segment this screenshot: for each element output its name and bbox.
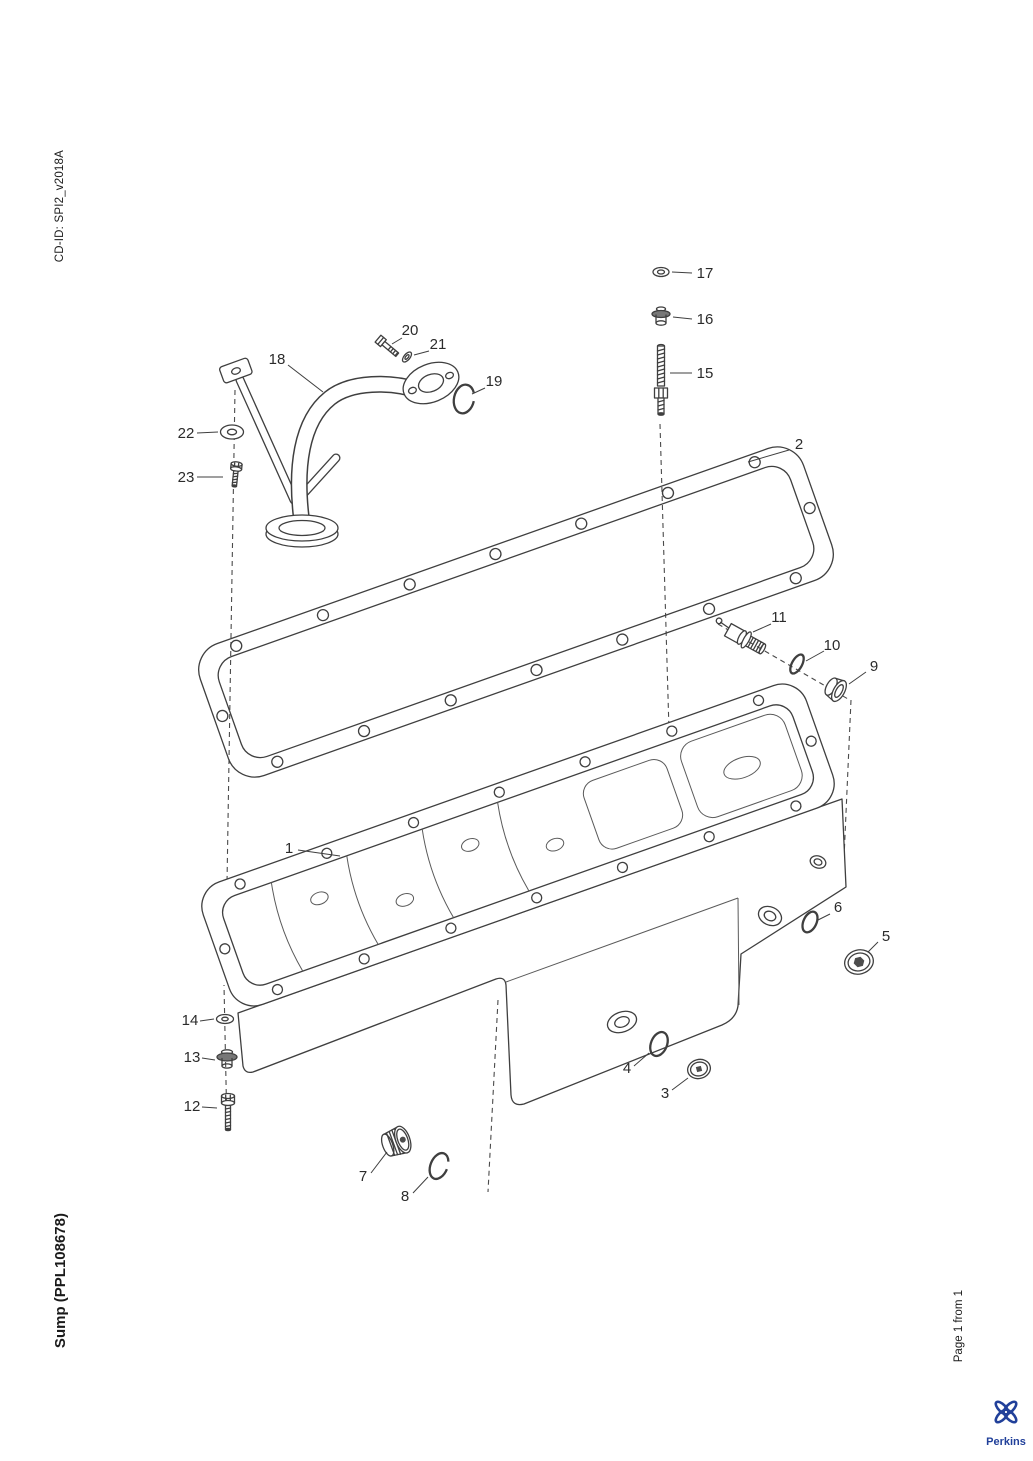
part-21-washer: [401, 351, 413, 363]
callout-3: 3: [661, 1085, 669, 1102]
callout-21: 21: [430, 336, 447, 353]
part-23-bolt: [229, 461, 243, 488]
part-5-plug: [844, 949, 874, 975]
part-17-washer: [652, 266, 670, 278]
callout-8: 8: [401, 1188, 409, 1205]
part-9-plug: [824, 677, 848, 703]
callout-7: 7: [359, 1168, 367, 1185]
callout-1: 1: [285, 840, 293, 857]
part-12-bolt: [220, 1092, 236, 1132]
callout-12: 12: [184, 1098, 201, 1115]
drain-boss-side: [757, 905, 783, 927]
brand-name: Perkins: [986, 1436, 1026, 1448]
leader-lines: [196, 271, 879, 1194]
callout-9: 9: [870, 658, 878, 675]
bracket-foot: [219, 357, 253, 384]
part-1-sump-pan: [201, 683, 847, 1106]
callout-19: 19: [486, 373, 503, 390]
callout-15: 15: [697, 365, 714, 382]
part-4-oring: [649, 1030, 669, 1058]
part-8-oring: [428, 1151, 450, 1181]
callout-13: 13: [184, 1049, 201, 1066]
callout-14: 14: [182, 1012, 199, 1029]
end-boss: [809, 855, 827, 869]
part-14-washer: [215, 1013, 235, 1025]
part-10-oring: [789, 653, 805, 675]
pipe-flange: [402, 361, 460, 405]
part-15-stud: [653, 343, 669, 416]
callout-17: 17: [697, 265, 714, 282]
perkins-logo: Perkins: [982, 1394, 1030, 1448]
perkins-logo-emblem: [994, 1400, 1018, 1424]
callout-20: 20: [402, 322, 419, 339]
part-20-bolt: [374, 334, 400, 358]
part-2-gasket: [198, 446, 834, 778]
callout-16: 16: [697, 311, 714, 328]
part-22-washer: [219, 424, 245, 440]
part-3-plug: [686, 1058, 712, 1080]
part-16-seal: [651, 306, 671, 326]
callout-2: 2: [795, 436, 803, 453]
part-7-plug: [380, 1125, 412, 1157]
callout-6: 6: [834, 899, 842, 916]
drain-boss-bottom: [606, 1010, 638, 1034]
callout-23: 23: [178, 469, 195, 486]
callout-22: 22: [178, 425, 195, 442]
callout-4: 4: [623, 1060, 631, 1077]
callout-5: 5: [882, 928, 890, 945]
callout-18: 18: [269, 351, 286, 368]
part-11-valve: [715, 617, 767, 655]
part-13-plug: [216, 1049, 238, 1069]
callout-11: 11: [771, 609, 787, 626]
part-18-suction-pipe: [219, 357, 460, 548]
callout-labels: 1 2 3 4 5 6 7 8 9 10 11 12 13 14 15 16 1…: [178, 265, 891, 1205]
callout-10: 10: [824, 637, 841, 654]
part-19-oring: [452, 383, 476, 415]
fasteners-and-plugs: [215, 266, 874, 1181]
strainer-bell: [265, 514, 339, 548]
part-6-oring: [801, 910, 819, 934]
